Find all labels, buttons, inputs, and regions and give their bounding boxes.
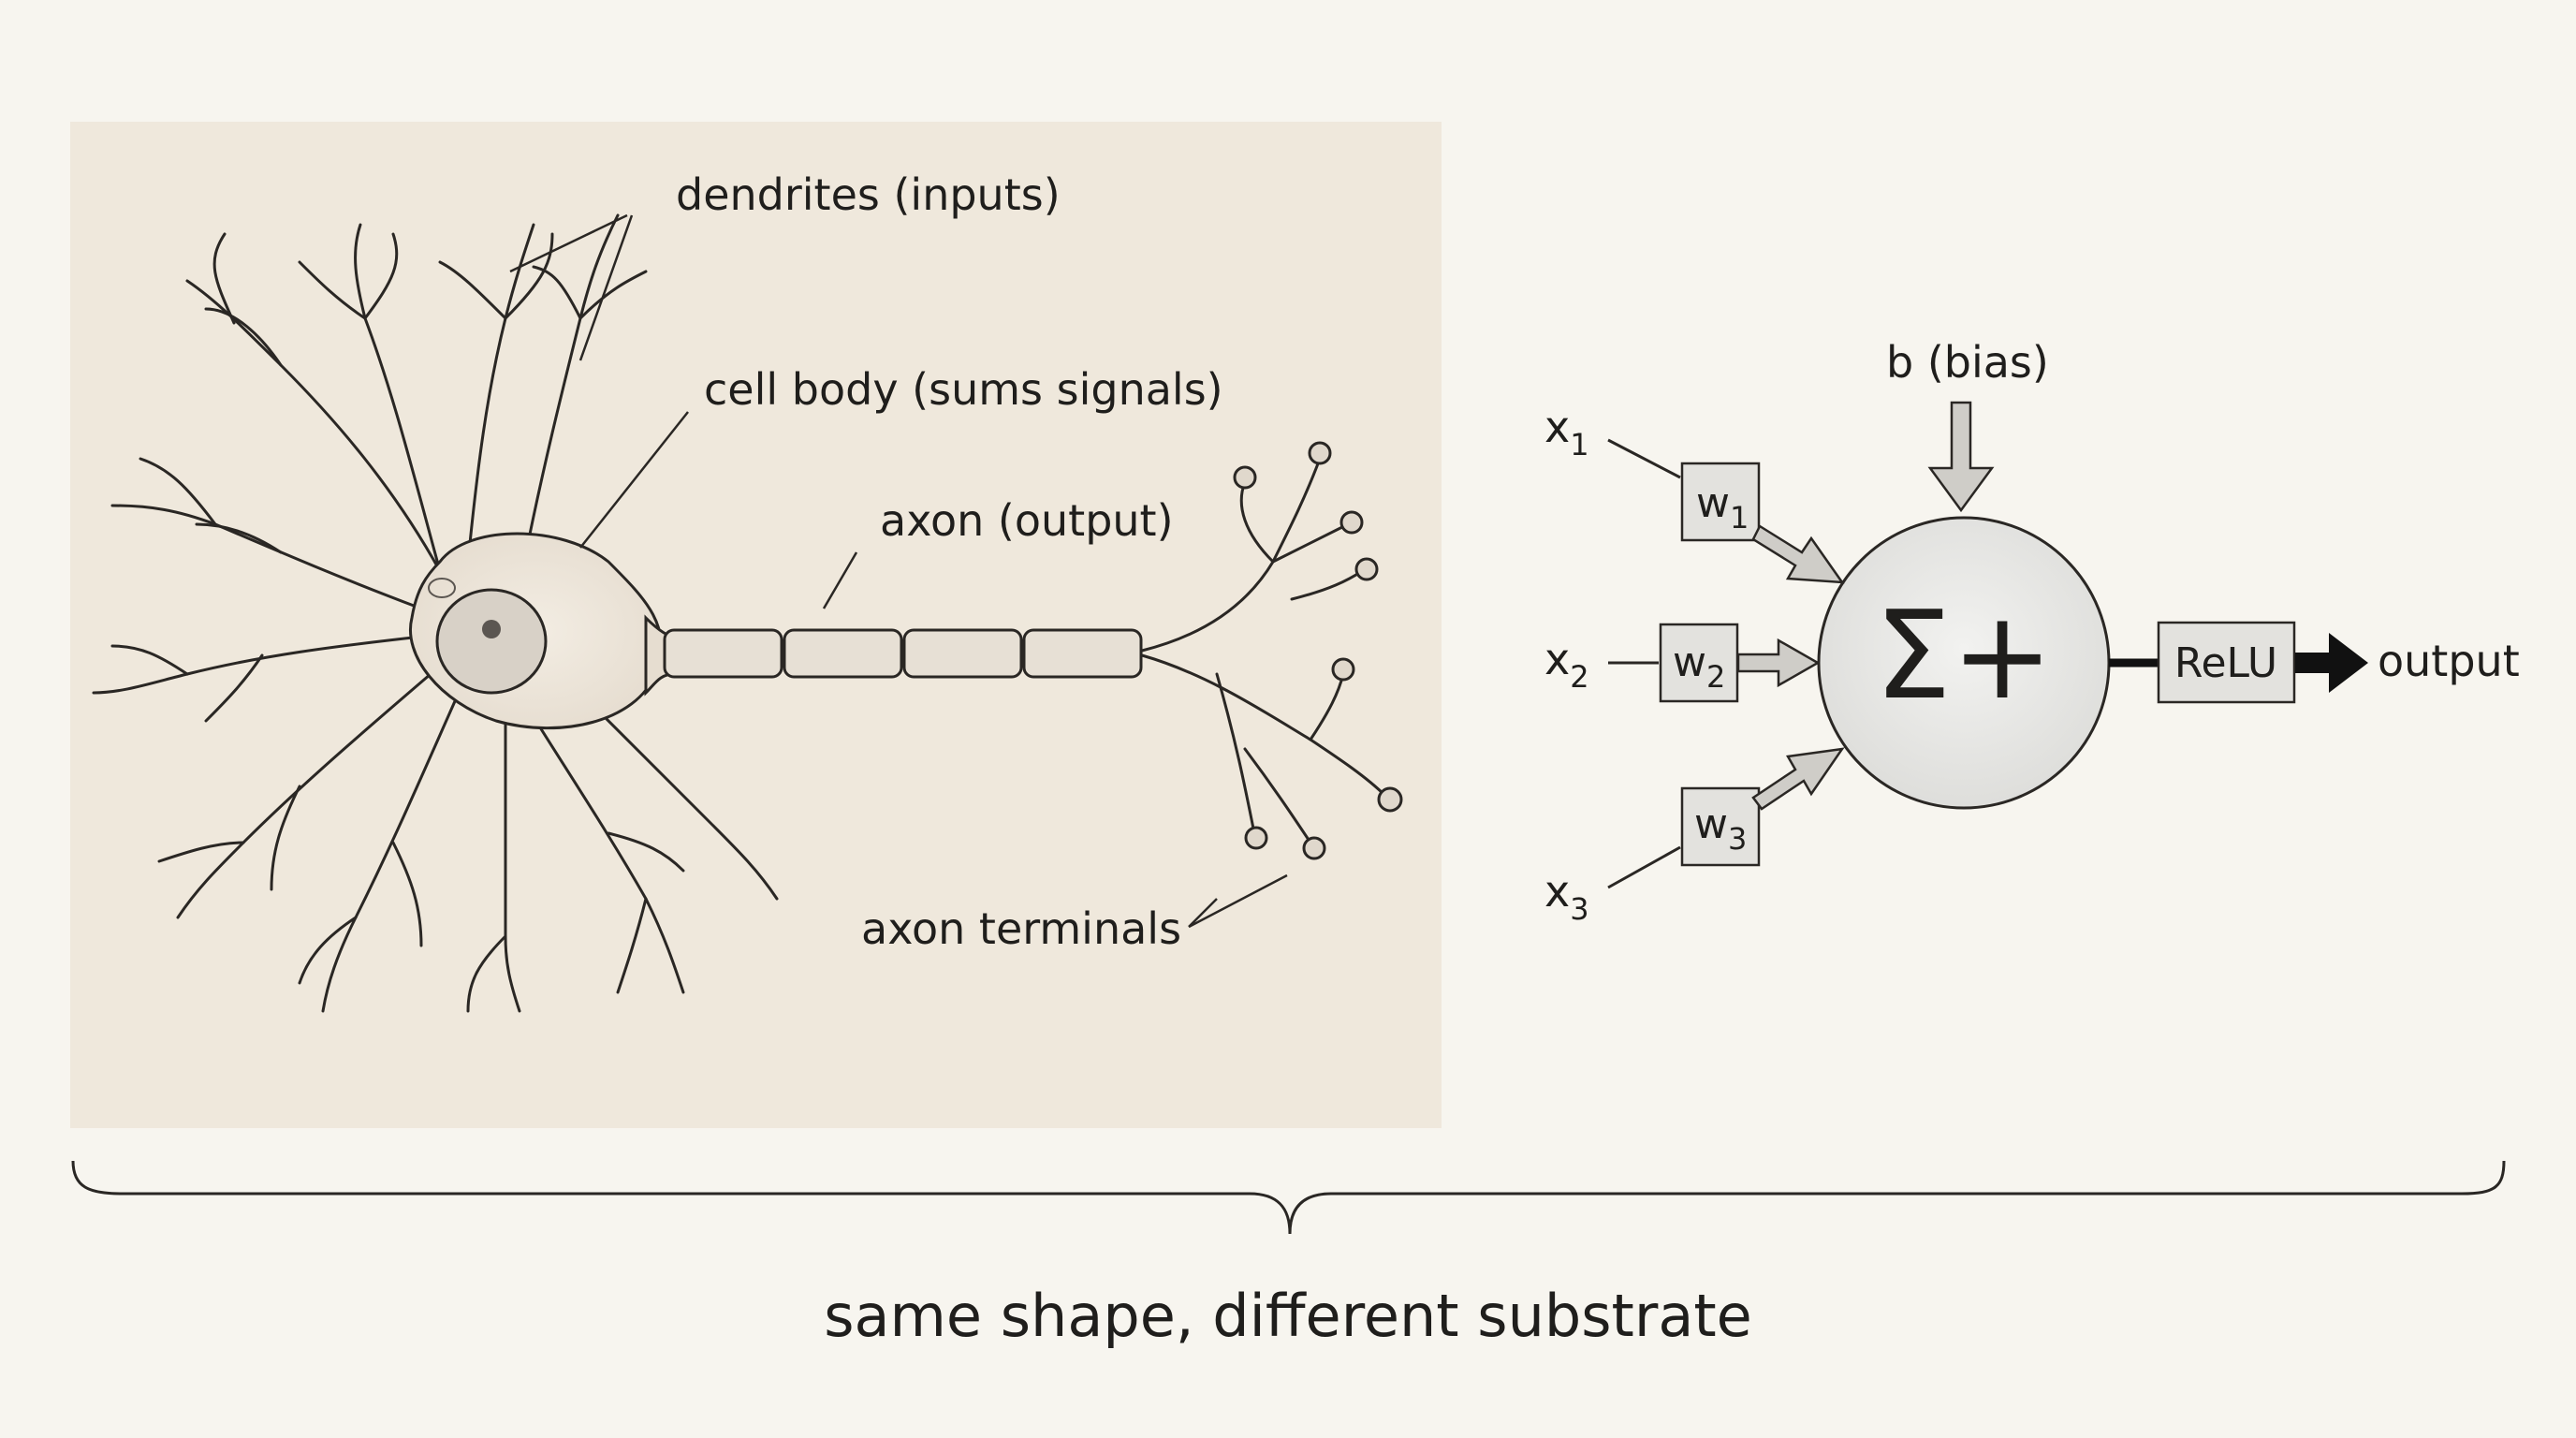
relu-box <box>2157 621 2296 704</box>
input-x3-label: x3 <box>1544 866 1589 927</box>
organelle-shape <box>428 578 456 598</box>
neuron-panel-background <box>70 122 1442 1128</box>
neuron-leader-lines <box>509 213 1288 929</box>
bias-label: b (bias) <box>1886 337 2049 388</box>
input-x3-arrow <box>1751 747 1845 811</box>
summation-symbol: Σ+ <box>1874 584 2053 726</box>
dendrites-illustration <box>92 213 779 1013</box>
neuron-panel: dendrites (inputs) cell body (sums signa… <box>70 122 1442 1128</box>
weight-w3-box <box>1680 786 1761 867</box>
cell-body-label: cell body (sums signals) <box>704 364 1223 415</box>
input-x1-line <box>1607 438 1681 479</box>
perceptron-diagram: b (bias) Σ+ x1 w1 x2 w2 x3 w3 <box>1544 337 2520 927</box>
input-x1-arrow <box>1751 524 1845 584</box>
axon-terminals-illustration <box>1140 457 1387 844</box>
terminal-bulbs <box>1233 441 1403 860</box>
input-x2-label: x2 <box>1544 634 1589 695</box>
bias-arrow <box>1927 401 1995 513</box>
axon-terminals-label: axon terminals <box>861 903 1181 954</box>
axon-illustration <box>663 628 1143 679</box>
nucleolus-shape <box>482 620 501 638</box>
dendrites-label: dendrites (inputs) <box>676 169 1061 220</box>
input-x1-label: x1 <box>1544 402 1589 462</box>
output-arrow <box>2295 633 2368 693</box>
output-label: output <box>2378 636 2520 686</box>
nucleus-shape <box>435 588 548 695</box>
caption: same shape, different substrate <box>824 1282 1752 1350</box>
input-x2-arrow <box>1736 638 1821 688</box>
weight-w1-box <box>1680 462 1761 542</box>
weight-w2-label: w2 <box>1673 638 1725 695</box>
grouping-brace <box>71 1160 2506 1235</box>
weight-w3-label: w3 <box>1694 800 1747 857</box>
weight-w1-label: w1 <box>1696 479 1749 536</box>
relu-label: ReLU <box>2174 639 2277 687</box>
axon-label: axon (output) <box>880 495 1174 546</box>
input-x3-line <box>1607 845 1681 889</box>
